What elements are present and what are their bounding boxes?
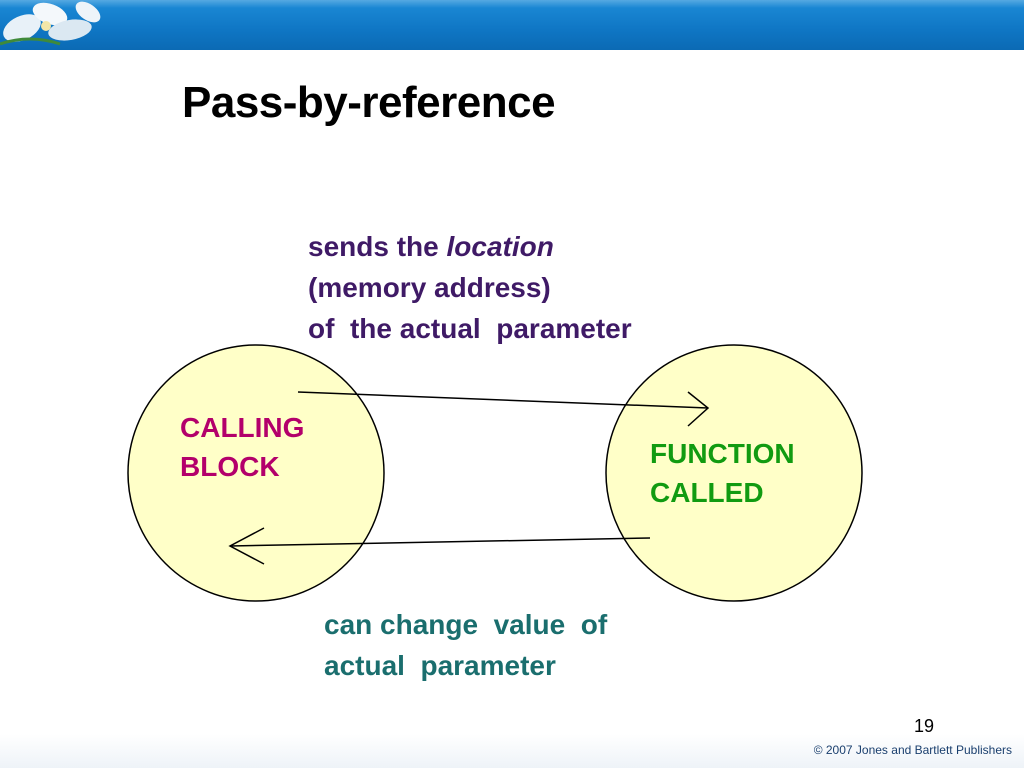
function-called-line-2: CALLED [650, 477, 764, 508]
flower-decoration-icon [0, 1, 101, 46]
change-note-line-1: can change value of [324, 609, 608, 640]
calling-block-line-2: BLOCK [180, 451, 280, 482]
slide-title: Pass-by-reference [182, 78, 556, 127]
calling-block-label: CALLING BLOCK [180, 408, 304, 486]
send-note-line-3: of the actual parameter [308, 313, 632, 344]
function-called-label: FUNCTION CALLED [650, 434, 795, 512]
footer-bar [0, 734, 1024, 768]
send-note-line-1: sends the location [308, 226, 632, 267]
change-note-line-2: actual parameter [324, 650, 556, 681]
send-arrow [297, 391, 710, 427]
send-location-note: sends the location (memory address) of t… [308, 226, 632, 349]
banner-shine [0, 0, 1024, 8]
send-note-italic-word: location [446, 231, 554, 262]
footer: © 2007 Jones and Bartlett Publishers [0, 734, 1024, 768]
top-banner [0, 0, 1024, 50]
slide-number: 19 [914, 716, 935, 736]
copyright-text: © 2007 Jones and Bartlett Publishers [813, 743, 1012, 757]
change-value-note: can change value of actual parameter [324, 604, 607, 686]
function-called-circle [605, 344, 863, 602]
function-called-line-1: FUNCTION [650, 438, 795, 469]
send-note-line-2: (memory address) [308, 272, 551, 303]
calling-block-circle [127, 344, 385, 602]
calling-block-line-1: CALLING [180, 412, 305, 443]
return-arrow [228, 527, 651, 565]
send-note-prefix: sends the [308, 231, 447, 262]
